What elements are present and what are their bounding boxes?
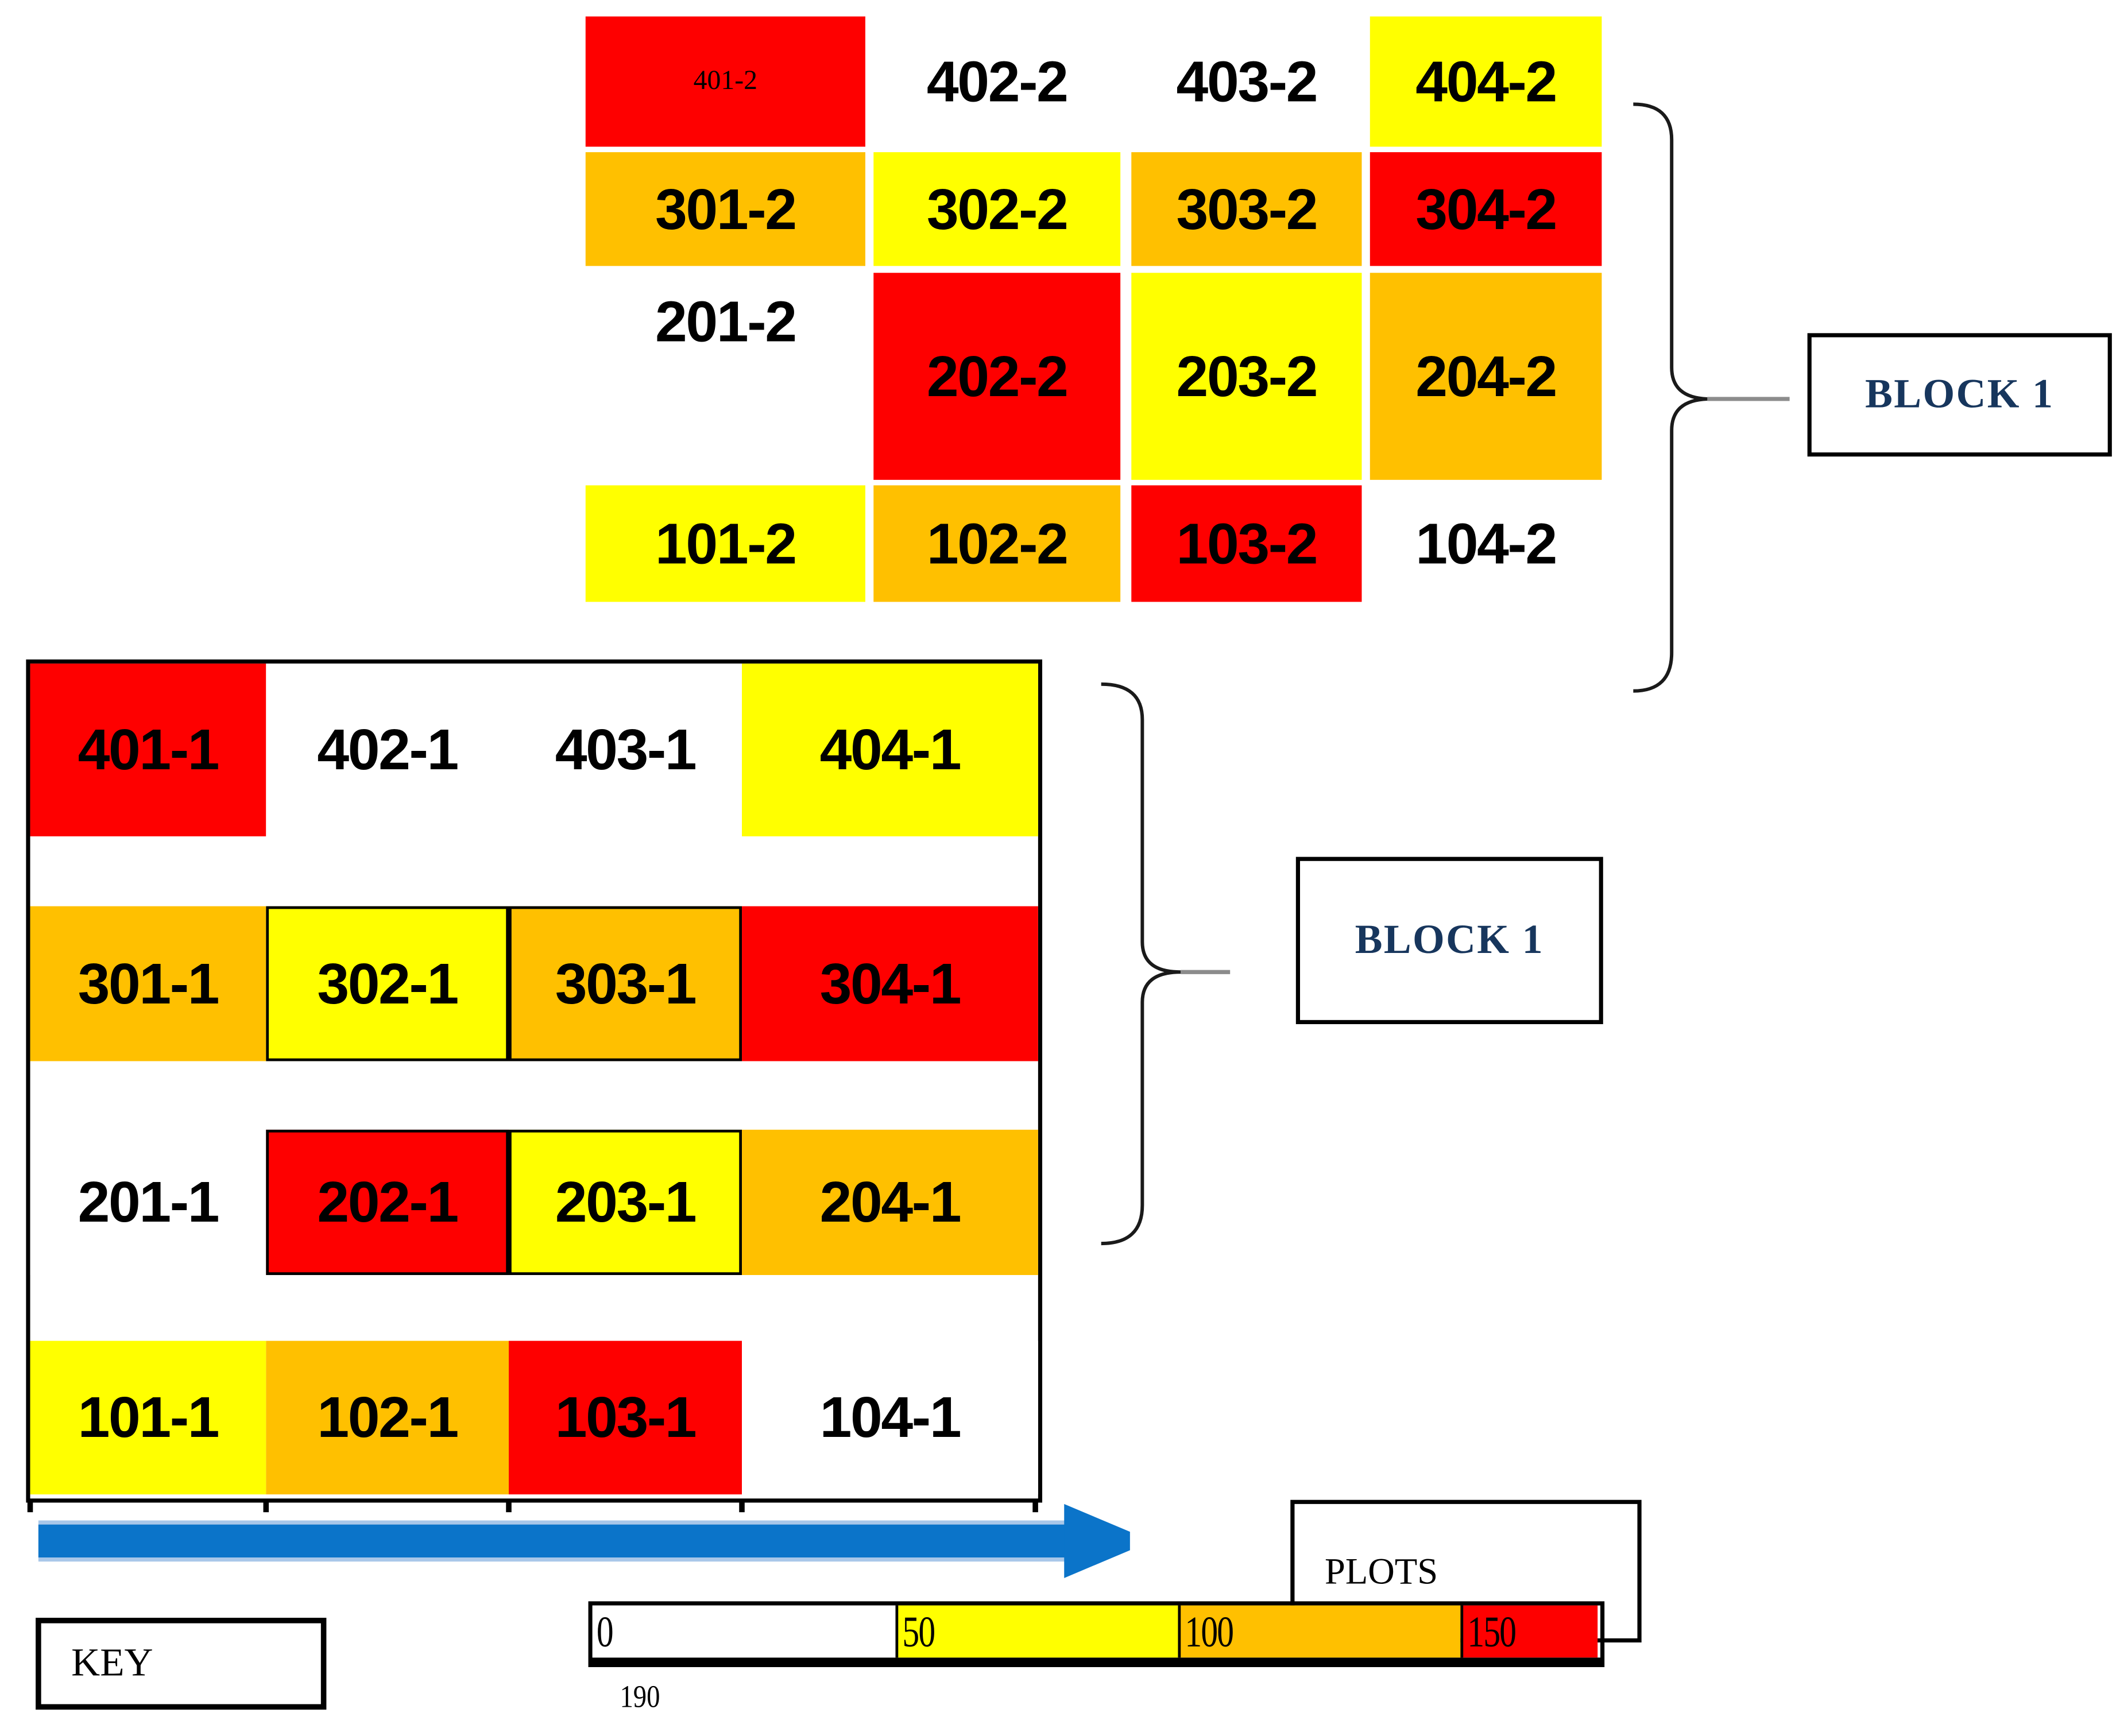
plot-label: 401-1	[78, 717, 220, 782]
plot-label: 202-2	[926, 343, 1069, 408]
key-label-box: KEY	[36, 1618, 327, 1710]
plot-label: 203-2	[1176, 343, 1318, 408]
plot-cell-403-2: 403-2	[1131, 16, 1362, 147]
grid-tick	[506, 1501, 512, 1513]
plot-label: 103-2	[1176, 510, 1318, 575]
plot-cell-104-2: 104-2	[1370, 485, 1602, 602]
plot-cell-101-2: 101-2	[585, 485, 865, 602]
plot-cell-404-1: 404-1	[742, 663, 1038, 836]
plot-cell-301-2: 301-2	[585, 152, 865, 266]
scale-tick-label: 150	[1467, 1606, 1517, 1656]
plot-cell-401-2: 401-2	[585, 16, 865, 147]
block1-label-box-top: BLOCK 1	[1807, 333, 2112, 457]
scale-segment-100: 100	[1178, 1605, 1461, 1658]
plots-label: PLOTS	[1325, 1549, 1438, 1591]
plot-label: 202-1	[317, 1169, 459, 1234]
plot-label: 302-2	[926, 176, 1069, 241]
plot-cell-202-2: 202-2	[873, 273, 1121, 480]
plot-cell-403-1: 403-1	[509, 663, 742, 836]
scale-segment-150: 150	[1460, 1605, 1598, 1658]
plot-label: 403-2	[1176, 48, 1318, 114]
plot-label: 201-1	[78, 1169, 220, 1234]
plot-label: 103-1	[555, 1385, 697, 1450]
plot-label: 402-2	[926, 48, 1069, 114]
plot-grid-rep2: 401-2 402-2 403-2 404-2 301-2 302-2 303-…	[585, 16, 1607, 606]
plot-cell-203-1: 203-1	[509, 1129, 742, 1276]
scale-segment-0: 0	[592, 1605, 896, 1658]
plot-cell-402-1: 402-1	[266, 663, 509, 836]
plot-cell-103-2: 103-2	[1131, 485, 1362, 602]
plot-label: 401-2	[693, 65, 758, 96]
grid-tick	[739, 1501, 745, 1513]
curly-brace-icon	[1101, 682, 1231, 1246]
color-scale-bar: 0 50 100 150	[588, 1601, 1605, 1668]
plot-cell-404-2: 404-2	[1370, 16, 1602, 147]
plot-label: 203-1	[555, 1169, 697, 1234]
plot-label: 303-2	[1176, 176, 1318, 241]
scale-tick-label: 50	[902, 1606, 935, 1656]
block1-label: BLOCK 1	[1355, 917, 1544, 963]
plot-label: 303-1	[555, 951, 697, 1016]
plot-cell-102-2: 102-2	[873, 485, 1121, 602]
plot-cell-203-2: 203-2	[1131, 273, 1362, 480]
scale-min-note: 190	[620, 1679, 660, 1714]
plot-cell-402-2: 402-2	[873, 16, 1121, 147]
block1-label-box-bottom: BLOCK 1	[1295, 857, 1603, 1024]
plot-grid-rep1: 401-1 402-1 403-1 404-1 301-1 302-1 303-…	[26, 659, 1043, 1513]
grid-tick	[27, 1501, 33, 1513]
plot-cell-303-2: 303-2	[1131, 152, 1362, 266]
plot-cell-304-2: 304-2	[1370, 152, 1602, 266]
plot-label: 102-2	[926, 510, 1069, 575]
scale-tick-label: 100	[1185, 1606, 1234, 1656]
plot-cell-104-1: 104-1	[742, 1340, 1038, 1495]
plot-label: 403-1	[555, 717, 697, 782]
plot-label: 101-2	[655, 510, 797, 575]
plot-label: 304-1	[819, 951, 962, 1016]
grid-tick	[1032, 1501, 1038, 1513]
curly-brace-icon	[1633, 102, 1790, 693]
plot-cell-202-1: 202-1	[266, 1129, 509, 1276]
plot-cell-103-1: 103-1	[509, 1340, 742, 1495]
plot-cell-304-1: 304-1	[742, 906, 1038, 1061]
key-label: KEY	[71, 1641, 153, 1685]
plot-label: 104-1	[819, 1385, 962, 1450]
scale-tick-label: 0	[596, 1606, 614, 1656]
plot-cell-301-1: 301-1	[30, 906, 266, 1061]
plot-label: 301-2	[655, 176, 797, 241]
plot-label: 101-1	[78, 1385, 220, 1450]
plot-cell-303-1: 303-1	[509, 906, 742, 1061]
plot-label: 204-1	[819, 1169, 962, 1234]
plot-cell-102-1: 102-1	[266, 1340, 509, 1495]
scale-segment-50: 50	[895, 1605, 1178, 1658]
plot-label: 104-2	[1415, 510, 1557, 575]
plot-cell-201-2: 201-2	[585, 273, 865, 480]
plot-label: 404-1	[819, 717, 962, 782]
grid-tick	[263, 1501, 269, 1513]
plot-cell-302-2: 302-2	[873, 152, 1121, 266]
plot-label: 301-1	[78, 951, 220, 1016]
plot-cell-204-2: 204-2	[1370, 273, 1602, 480]
plot-cell-201-1: 201-1	[30, 1129, 266, 1276]
plot-label: 201-2	[655, 289, 797, 354]
plot-label: 404-2	[1415, 48, 1557, 114]
plot-cell-204-1: 204-1	[742, 1129, 1038, 1276]
plot-label: 302-1	[317, 951, 459, 1016]
plot-cell-401-1: 401-1	[30, 663, 266, 836]
plot-cell-302-1: 302-1	[266, 906, 509, 1061]
plot-label: 304-2	[1415, 176, 1557, 241]
plot-label: 102-1	[317, 1385, 459, 1450]
plot-cell-101-1: 101-1	[30, 1340, 266, 1495]
plot-label: 402-1	[317, 717, 459, 782]
plot-label: 204-2	[1415, 343, 1557, 408]
block1-label: BLOCK 1	[1865, 371, 2055, 417]
direction-arrow-icon	[38, 1504, 1130, 1578]
